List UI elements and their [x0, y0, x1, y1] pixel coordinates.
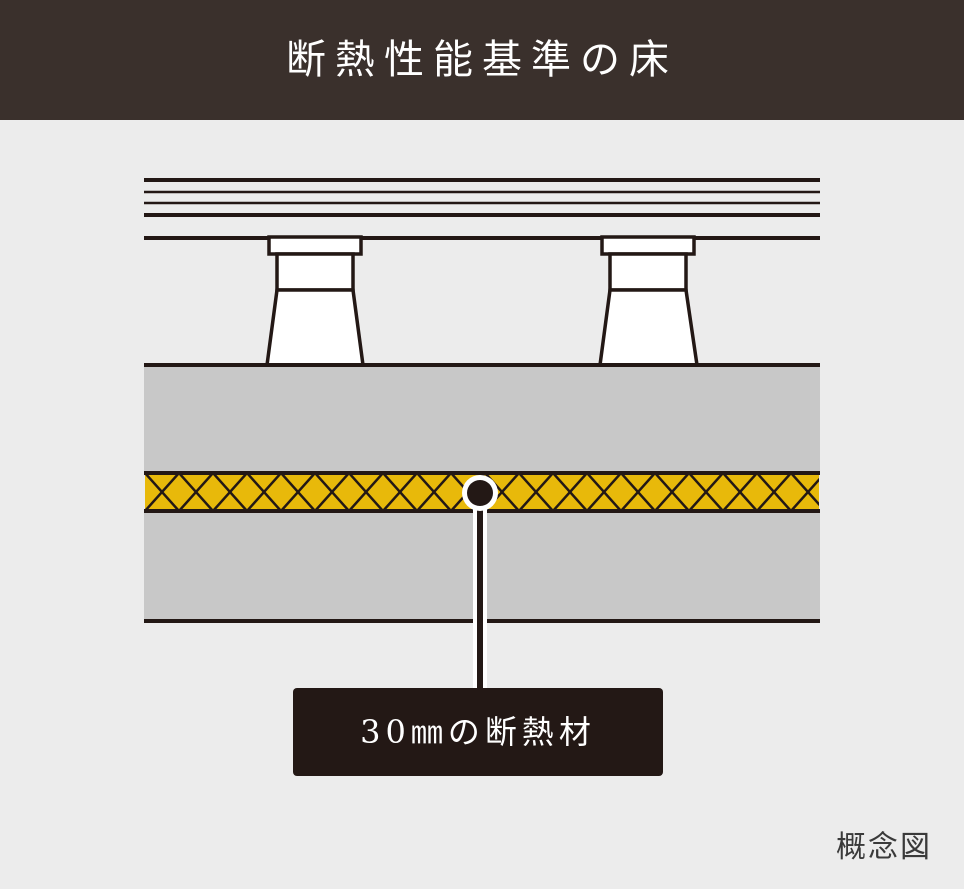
- post-base: [265, 288, 365, 367]
- leader-line: [477, 492, 483, 690]
- post-cap: [600, 235, 696, 256]
- post-neck: [608, 252, 688, 292]
- upper-slab: [144, 365, 820, 473]
- floor-boards: [144, 178, 820, 240]
- post-neck: [275, 252, 355, 292]
- insulation-label: 30㎜の断熱材: [360, 713, 596, 751]
- post-cap: [267, 235, 363, 256]
- leader-marker: [467, 480, 493, 506]
- concept-note: 概念図: [836, 830, 932, 865]
- floor-post-right: [598, 235, 700, 367]
- insulation-callout: 30㎜の断熱材: [293, 688, 663, 776]
- post-base: [598, 288, 700, 367]
- callout-leader: [462, 475, 498, 690]
- floor-post-left: [265, 235, 365, 367]
- page-title: 断熱性能基準の床: [286, 37, 678, 83]
- header-bar: 断熱性能基準の床: [0, 0, 964, 120]
